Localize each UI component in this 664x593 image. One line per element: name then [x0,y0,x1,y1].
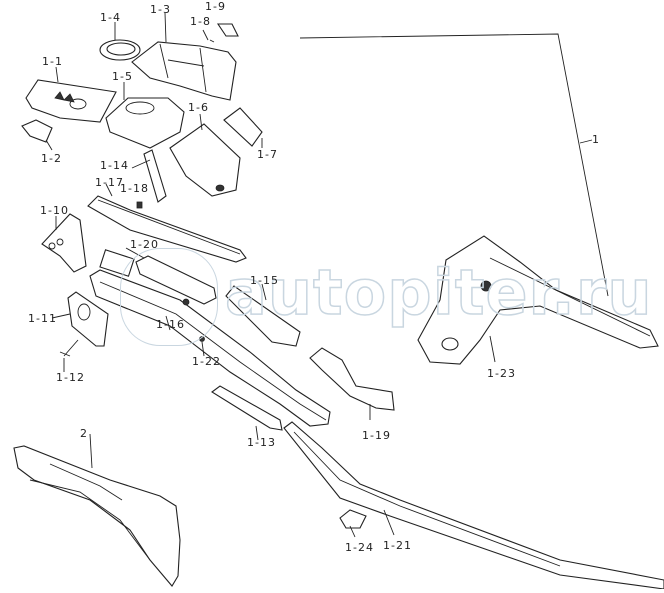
part-1-3-cowl-panel [131,41,237,101]
label-1-21: 1-21 [383,539,412,552]
label-2: 2 [80,427,88,440]
part-1-15-bracket [225,285,301,347]
label-1-22: 1-22 [192,355,221,368]
part-1-14-strip [143,149,167,203]
part-1-7-bracket [223,107,263,147]
label-1-5: 1-5 [112,70,133,83]
label-1-8: 1-8 [190,15,211,28]
label-1-16: 1-16 [156,318,185,331]
label-1-6: 1-6 [188,101,209,114]
label-1-14: 1-14 [100,159,129,172]
label-1-4: 1-4 [100,11,121,24]
part-1-23-front-assembly [417,235,659,365]
part-1-2-bracket [21,119,53,143]
label-1-1: 1-1 [42,55,63,68]
label-1-24: 1-24 [345,541,374,554]
part-1-4-ring [99,39,141,61]
part-1-20-reinforcement [135,255,217,305]
label-1-9: 1-9 [205,0,226,13]
part-1-10-plate [41,213,87,273]
part-1-12-clip [59,339,79,357]
label-1-2: 1-2 [41,152,62,165]
part-1-11-plate [67,291,109,347]
part-1-1-panel [25,79,117,123]
label-1-20: 1-20 [130,238,159,251]
part-1-24-clip [339,509,367,529]
part-1-17-upper-rail [87,195,247,263]
label-1-23: 1-23 [487,367,516,380]
label-1-7: 1-7 [257,148,278,161]
part-1-21-floor-rail [283,421,664,590]
label-1-10: 1-10 [40,204,69,217]
label-1-11: 1-11 [28,312,57,325]
label-1: 1 [592,133,600,146]
leader-line-1 [299,33,609,297]
part-1-22-bolt [199,336,205,342]
label-1-19: 1-19 [362,429,391,442]
part-1-16-front-side-member [89,249,331,427]
label-1-12: 1-12 [56,371,85,384]
leader-lines [45,12,496,538]
part-1-6-panel [169,123,241,197]
part-1-8-bolt [202,29,215,43]
label-1-13: 1-13 [247,436,276,449]
part-1-5-tower-cover [105,97,185,149]
label-1-17: 1-17 [95,176,124,189]
part-2-wheelhouse-apron [13,445,181,587]
label-1-15: 1-15 [250,274,279,287]
part-1-18-nut [136,201,143,209]
label-1-18: 1-18 [120,182,149,195]
label-1-3: 1-3 [150,3,171,16]
part-1-9-bracket [216,23,239,37]
part-1-13-bracket [211,385,283,431]
part-1-19-plate [309,347,395,411]
